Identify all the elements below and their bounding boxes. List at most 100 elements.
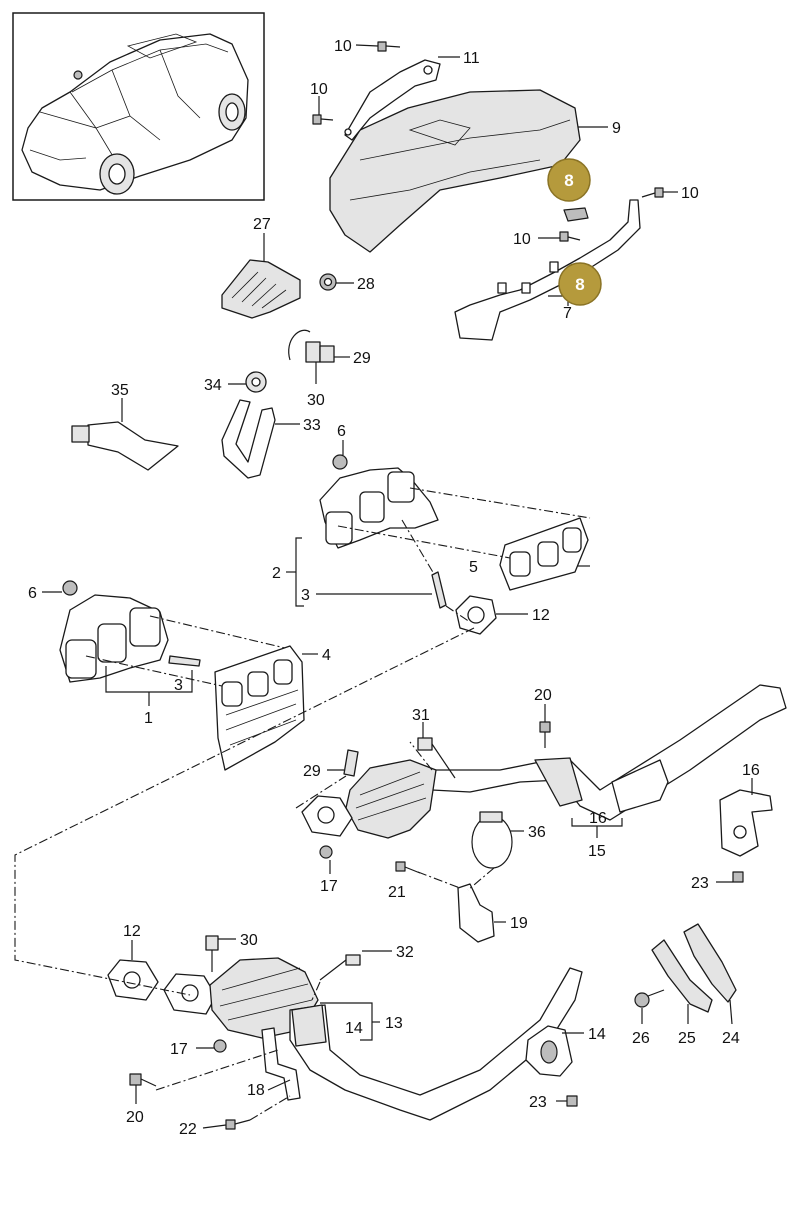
label-12-top: 12 (532, 607, 550, 624)
label-14-mount: 14 (588, 1026, 606, 1043)
leader-lines (42, 44, 753, 1129)
clip-8 (563, 207, 589, 222)
label-29-mid: 29 (303, 763, 321, 780)
heat-shield-24 (683, 923, 737, 1003)
bolt-10-right (641, 187, 664, 198)
nut-28 (319, 273, 337, 291)
label-7: 7 (563, 305, 572, 322)
label-24: 24 (722, 1030, 740, 1047)
label-36: 36 (528, 824, 546, 841)
bolt-20-bottom (129, 1073, 157, 1087)
label-19: 19 (510, 915, 528, 932)
label-9: 9 (612, 120, 621, 137)
label-29-top: 29 (353, 350, 371, 367)
label-35: 35 (111, 382, 129, 399)
label-30-bottom: 30 (240, 932, 258, 949)
label-16-right: 16 (742, 762, 760, 779)
nut-6-left (62, 580, 78, 596)
callout-badge-8-top: 8 (547, 158, 591, 202)
bolt-23-top (732, 871, 744, 883)
heat-shield (329, 89, 581, 253)
label-33: 33 (303, 417, 321, 434)
label-23-top: 23 (691, 875, 709, 892)
plug-connectors (288, 329, 335, 363)
label-20-top: 20 (534, 687, 552, 704)
bracket-33 (221, 399, 276, 479)
label-18: 18 (247, 1082, 265, 1099)
label-12-bottom: 12 (123, 923, 141, 940)
clamp-36 (471, 811, 513, 869)
bolt-10-left (312, 114, 334, 125)
lambda-sensor-30 (205, 935, 219, 972)
part-number-labels: 10 11 10 9 10 10 7 27 28 29 30 34 35 33 … (28, 38, 760, 1138)
mount-14 (525, 1025, 573, 1077)
label-1: 1 (144, 710, 153, 727)
gasket-12-top (455, 595, 497, 635)
label-16-pipe: 16 (589, 810, 607, 827)
label-26: 26 (632, 1030, 650, 1047)
label-17-top: 17 (320, 878, 338, 895)
callout-badge-8-bottom: 8 (558, 262, 602, 306)
flange-left (163, 973, 217, 1015)
label-4: 4 (322, 647, 331, 664)
label-6-left: 6 (28, 585, 37, 602)
label-10-mid: 10 (513, 231, 531, 248)
bracket-7 (454, 199, 641, 341)
label-17-bottom: 17 (170, 1041, 188, 1058)
label-3-right: 3 (301, 587, 310, 604)
flange-right (301, 795, 353, 837)
sealant-tube-35 (71, 421, 179, 471)
nut-17-top (319, 845, 333, 859)
vehicle-thumbnail (12, 12, 265, 201)
svg-text:8: 8 (575, 275, 584, 294)
lambda-sensor-29 (343, 749, 359, 777)
label-2: 2 (272, 565, 281, 582)
label-11: 11 (463, 50, 480, 67)
label-10-right: 10 (681, 185, 699, 202)
connector-holder-27 (221, 259, 301, 319)
bracket-18 (261, 1027, 301, 1101)
bracket-19 (457, 883, 495, 943)
label-25: 25 (678, 1030, 696, 1047)
exhaust-manifold-left (59, 594, 169, 683)
label-15: 15 (588, 843, 606, 860)
bolt-10-top (377, 41, 401, 52)
gasket-12-bottom (107, 959, 159, 1001)
label-10-top: 10 (334, 38, 352, 55)
catalytic-converter-right (345, 759, 437, 839)
nut-6-right (332, 454, 348, 470)
label-22: 22 (179, 1121, 197, 1138)
mount-16 (719, 789, 773, 857)
stud-3-left (168, 655, 201, 667)
label-6-right: 6 (337, 423, 346, 440)
label-5: 5 (469, 559, 478, 576)
bolt-21 (395, 861, 421, 874)
label-31: 31 (412, 707, 430, 724)
stud-3-right (431, 571, 447, 609)
bracket-11 (344, 59, 441, 141)
svg-text:8: 8 (564, 171, 573, 190)
screw-26 (634, 989, 665, 1008)
label-14-bracket: 14 (345, 1020, 363, 1037)
bolt-23-bottom (566, 1095, 578, 1107)
label-13: 13 (385, 1015, 403, 1032)
bolt-20-top (539, 721, 551, 748)
nut-34 (245, 371, 267, 393)
front-pipe-left (289, 967, 583, 1121)
exhaust-manifold-right (319, 467, 439, 549)
label-23-bottom: 23 (529, 1094, 547, 1111)
nut-17-bottom (213, 1039, 227, 1053)
label-3-left: 3 (174, 677, 183, 694)
label-10-left: 10 (310, 81, 328, 98)
label-27: 27 (253, 216, 271, 233)
gasket-5 (499, 517, 589, 591)
bolt-10-mid (559, 231, 581, 242)
label-30-top: 30 (307, 392, 325, 409)
heat-shield-25 (651, 939, 713, 1013)
label-21: 21 (388, 884, 406, 901)
label-34: 34 (204, 377, 222, 394)
label-32: 32 (396, 944, 414, 961)
bolt-22 (225, 1119, 251, 1130)
gasket-4 (214, 645, 305, 771)
assembly-lines (14, 487, 591, 1121)
